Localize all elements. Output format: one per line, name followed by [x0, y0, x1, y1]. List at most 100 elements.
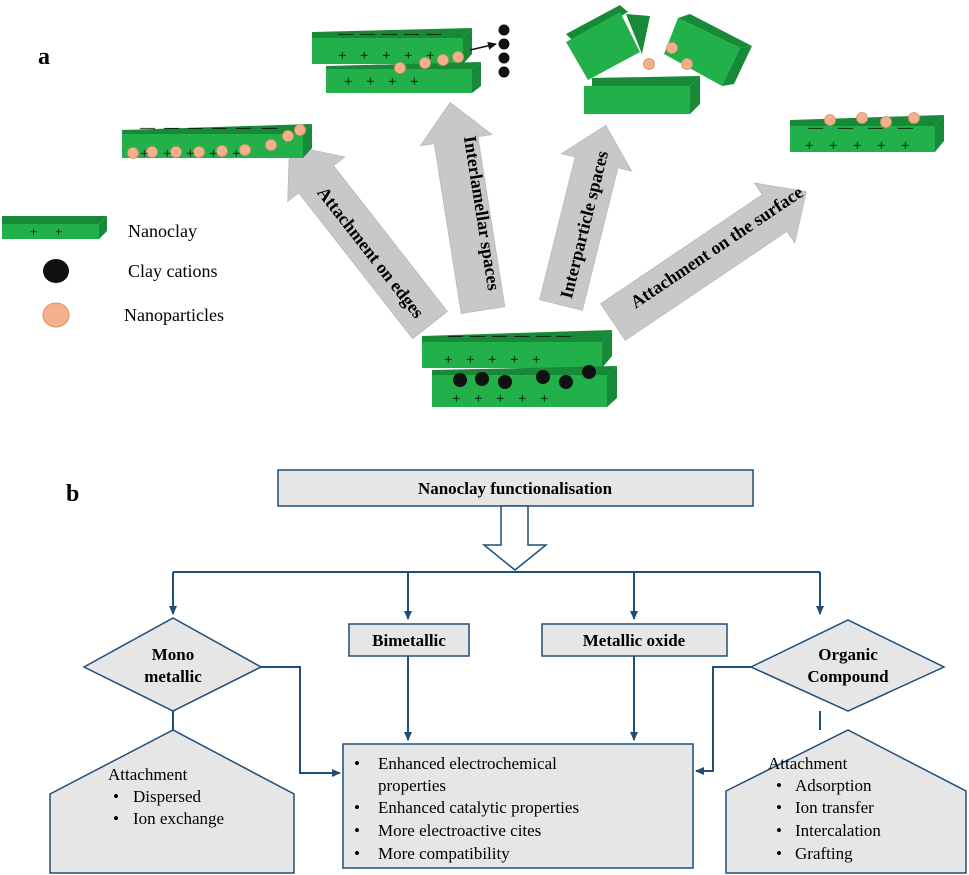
nanoparticle-dot	[239, 144, 251, 156]
nanoparticle-dot	[908, 112, 920, 124]
minus-charge-symbol: —	[807, 120, 824, 136]
nanoparticle-dot	[146, 146, 158, 158]
plus-charge-symbol: +	[388, 74, 396, 90]
clay-interparticle	[566, 5, 752, 114]
minus-charge-symbol: —	[403, 26, 420, 42]
nanoparticle-dot	[452, 51, 464, 63]
nanoparticle-dot	[419, 57, 431, 69]
clay-cation-dot	[582, 365, 596, 379]
organic-attachment-item: Ion transfer	[795, 798, 874, 817]
arrow-edges-label: Attachment on edges	[313, 183, 428, 322]
properties-item: More electroactive cites	[378, 821, 541, 840]
legend-swatch-plus: +	[30, 224, 37, 239]
mono-attachment-heading: Attachment	[108, 765, 188, 784]
plus-charge-symbol: +	[829, 138, 837, 154]
minus-charge-symbol: —	[491, 328, 508, 344]
plus-charge-symbol: +	[452, 391, 460, 407]
flow-connectors	[169, 571, 824, 777]
plus-charge-symbol: +	[444, 352, 452, 368]
nanoparticle-dot	[666, 42, 678, 54]
properties-bullet: •	[354, 798, 360, 817]
organic-attachment-box	[725, 729, 967, 874]
plus-charge-symbol: +	[186, 146, 194, 162]
plus-charge-symbol: +	[232, 146, 240, 162]
panel-a-label: a	[38, 44, 50, 70]
nanoparticle-dot	[681, 58, 693, 70]
bimetallic-box	[348, 623, 470, 657]
nanoparticle-dot	[856, 112, 868, 124]
mono-metallic-diamond	[82, 617, 263, 712]
minus-charge-symbol: —	[897, 120, 914, 136]
plus-charge-symbol: +	[366, 74, 374, 90]
plus-charge-symbol: +	[382, 48, 390, 64]
plus-charge-symbol: +	[488, 352, 496, 368]
legend-swatch-plus: +	[55, 224, 62, 239]
nanoparticle-dot	[282, 130, 294, 142]
title-text: Nanoclay functionalisation	[418, 479, 613, 498]
plus-charge-symbol: +	[540, 391, 548, 407]
arrow-interlamellar	[419, 101, 506, 315]
properties-box	[342, 743, 694, 869]
particle-layer: ——————++++++++++——————+++++—————++++++++…	[127, 24, 920, 407]
clay-cation-dot	[536, 370, 550, 384]
properties-item: Enhanced catalytic properties	[378, 798, 579, 817]
legend-cation-dot	[43, 259, 69, 283]
minus-charge-symbol: —	[513, 328, 530, 344]
mono-attachment-bullet: •	[113, 809, 119, 828]
minus-charge-symbol: —	[469, 328, 486, 344]
plus-charge-symbol: +	[474, 391, 482, 407]
plus-charge-symbol: +	[140, 146, 148, 162]
mono-attachment-box	[49, 729, 295, 874]
nanoparticle-dot	[294, 124, 306, 136]
arrow-surface-label: Attachment on the surface	[627, 182, 807, 312]
minus-charge-symbol: —	[211, 120, 228, 136]
nanoparticle-dot	[170, 146, 182, 158]
mono-attachment-item: Ion exchange	[133, 809, 224, 828]
minus-charge-symbol: —	[163, 120, 180, 136]
central-clay-stack	[422, 330, 617, 407]
organic-attachment-bullet: •	[776, 776, 782, 795]
plus-charge-symbol: +	[410, 74, 418, 90]
clay-cation-dot	[498, 52, 510, 64]
properties-item: More compatibility	[378, 844, 510, 863]
arrow-edges	[287, 144, 449, 340]
minus-charge-symbol: —	[447, 328, 464, 344]
nanoparticle-dot	[394, 62, 406, 74]
legend-nanoparticle-label: Nanoparticles	[124, 305, 224, 325]
minus-charge-symbol: —	[425, 26, 442, 42]
minus-charge-symbol: —	[535, 328, 552, 344]
organic-attachment-bullet: •	[776, 821, 782, 840]
properties-item-continued: properties	[378, 776, 446, 795]
plus-charge-symbol: +	[853, 138, 861, 154]
plus-charge-symbol: +	[466, 352, 474, 368]
legend-nanoclay-label: Nanoclay	[128, 221, 197, 241]
plus-charge-symbol: +	[163, 146, 171, 162]
organic-compound-diamond	[749, 619, 946, 712]
clay-cation-dot	[498, 24, 510, 36]
plus-charge-symbol: +	[404, 48, 412, 64]
panel-b-label: b	[66, 481, 79, 507]
nanoparticle-dot	[127, 147, 139, 159]
properties-bullet: •	[354, 821, 360, 840]
organic-attachment-item: Adsorption	[795, 776, 872, 795]
clay-cation-dot	[498, 375, 512, 389]
plus-charge-symbol: +	[360, 48, 368, 64]
properties-bullet: •	[354, 754, 360, 773]
cation-exit-arrow	[469, 41, 497, 51]
minus-charge-symbol: —	[337, 26, 354, 42]
organic-compound-line2: Compound	[807, 667, 889, 686]
minus-charge-symbol: —	[261, 120, 278, 136]
clay-cation-dot	[498, 38, 510, 50]
organic-compound-line1: Organic	[818, 645, 878, 664]
nanoparticle-dot	[880, 116, 892, 128]
minus-charge-symbol: —	[867, 120, 884, 136]
organic-attachment-bullet: •	[776, 798, 782, 817]
metallic-oxide-box	[541, 623, 728, 657]
legend: + + Nanoclay Clay cations Nanoparticles	[2, 216, 224, 328]
nanoparticle-dot	[643, 58, 655, 70]
mono-attachment-item: Dispersed	[133, 787, 201, 806]
minus-charge-symbol: —	[555, 328, 572, 344]
title-box	[277, 469, 754, 507]
plus-charge-symbol: +	[532, 352, 540, 368]
